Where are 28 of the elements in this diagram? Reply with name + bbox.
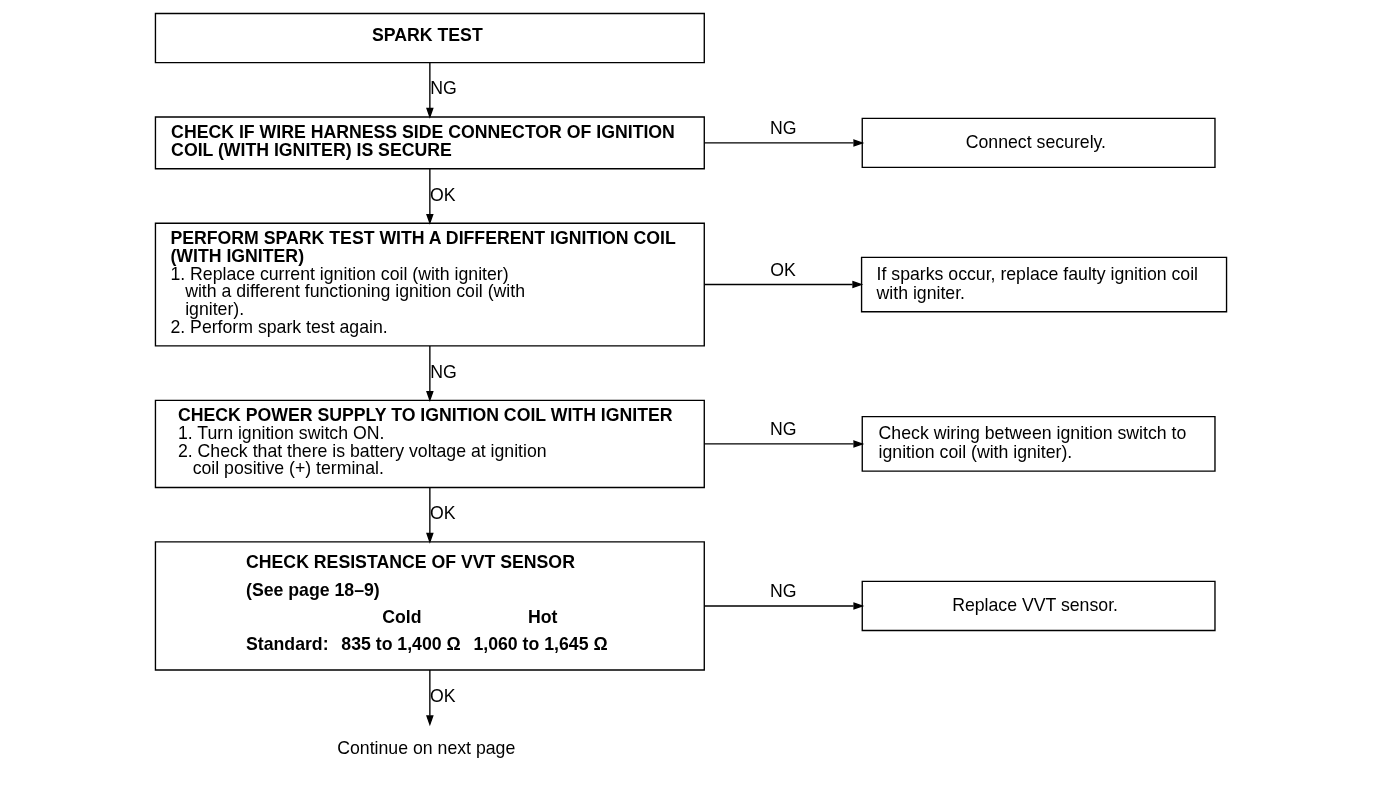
node-box: CHECK POWER SUPPLY TO IGNITION COIL WITH IGNITER 1. Turn ignition switch ON. 2. Check that there is battery voltage at ignition coil positive (+) terminal. <box>154 399 705 489</box>
node-box: CHECK IF WIRE HARNESS SIDE CONNECTOR OF IGNITION COIL (WITH IGNITER) IS SECURE <box>154 116 705 170</box>
edge-label: NG <box>770 580 797 601</box>
arrow <box>426 168 434 225</box>
arrow <box>426 345 434 402</box>
edge-label: OK <box>430 184 456 205</box>
arrow <box>703 139 865 147</box>
node-box: SPARK TEST <box>154 12 705 64</box>
node-box: Replace VVT sensor. <box>861 580 1216 632</box>
arrow <box>703 440 865 448</box>
node-text: Continue on next page <box>337 737 516 758</box>
node-box: CHECK RESISTANCE OF VVT SENSOR (See page 18–9) Cold Hot Standard: 835 to 1,400 Ω 1,060 to 1,645 Ω <box>154 541 705 671</box>
edge-label: OK <box>430 685 456 706</box>
edge-label: NG <box>430 361 457 382</box>
node-box: Connect securely. <box>861 117 1216 169</box>
arrow <box>426 669 434 727</box>
arrow <box>426 486 434 544</box>
edge-label: OK <box>430 503 456 524</box>
node-box: Check wiring between ignition switch to ignition coil (with igniter). <box>861 415 1216 472</box>
arrow <box>426 61 434 119</box>
node-box: If sparks occur, replace faulty ignition coil with igniter. <box>860 256 1228 313</box>
node-box: PERFORM SPARK TEST WITH A DIFFERENT IGNITION COIL (WITH IGNITER) 1. Replace current ignition coil (with igniter) with a different functioning ignition coil (with igniter). 2. Perform spark test again. <box>154 222 705 347</box>
arrow <box>703 280 864 289</box>
edge-label: NG <box>770 418 797 439</box>
arrow <box>703 602 865 610</box>
edge-label: NG <box>770 117 797 138</box>
edge-label: OK <box>770 259 796 280</box>
edge-label: NG <box>430 78 457 99</box>
